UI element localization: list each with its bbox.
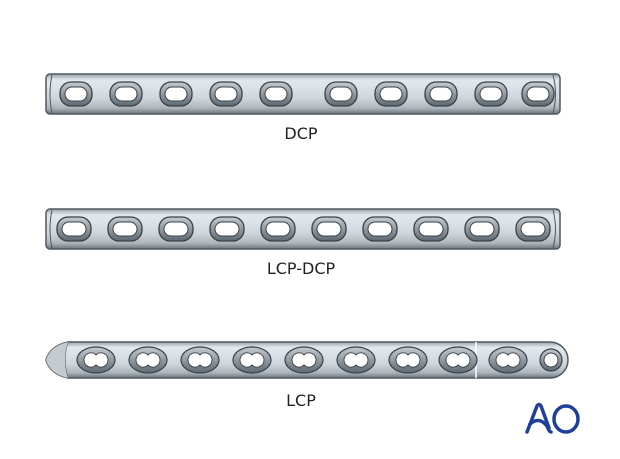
lcp-dcp-label: LCP-DCP	[266, 259, 336, 278]
dcp-label: DCP	[284, 124, 318, 143]
lcp-dcp-plate	[45, 208, 561, 250]
lcp-combi-holes	[76, 346, 563, 374]
dcp-plate	[45, 73, 561, 115]
ao-logo	[525, 402, 580, 434]
lcp-label: LCP	[286, 391, 316, 410]
lcp-dcp-holes	[56, 216, 551, 242]
dcp-holes	[59, 81, 555, 107]
lcp-plate	[45, 341, 569, 379]
